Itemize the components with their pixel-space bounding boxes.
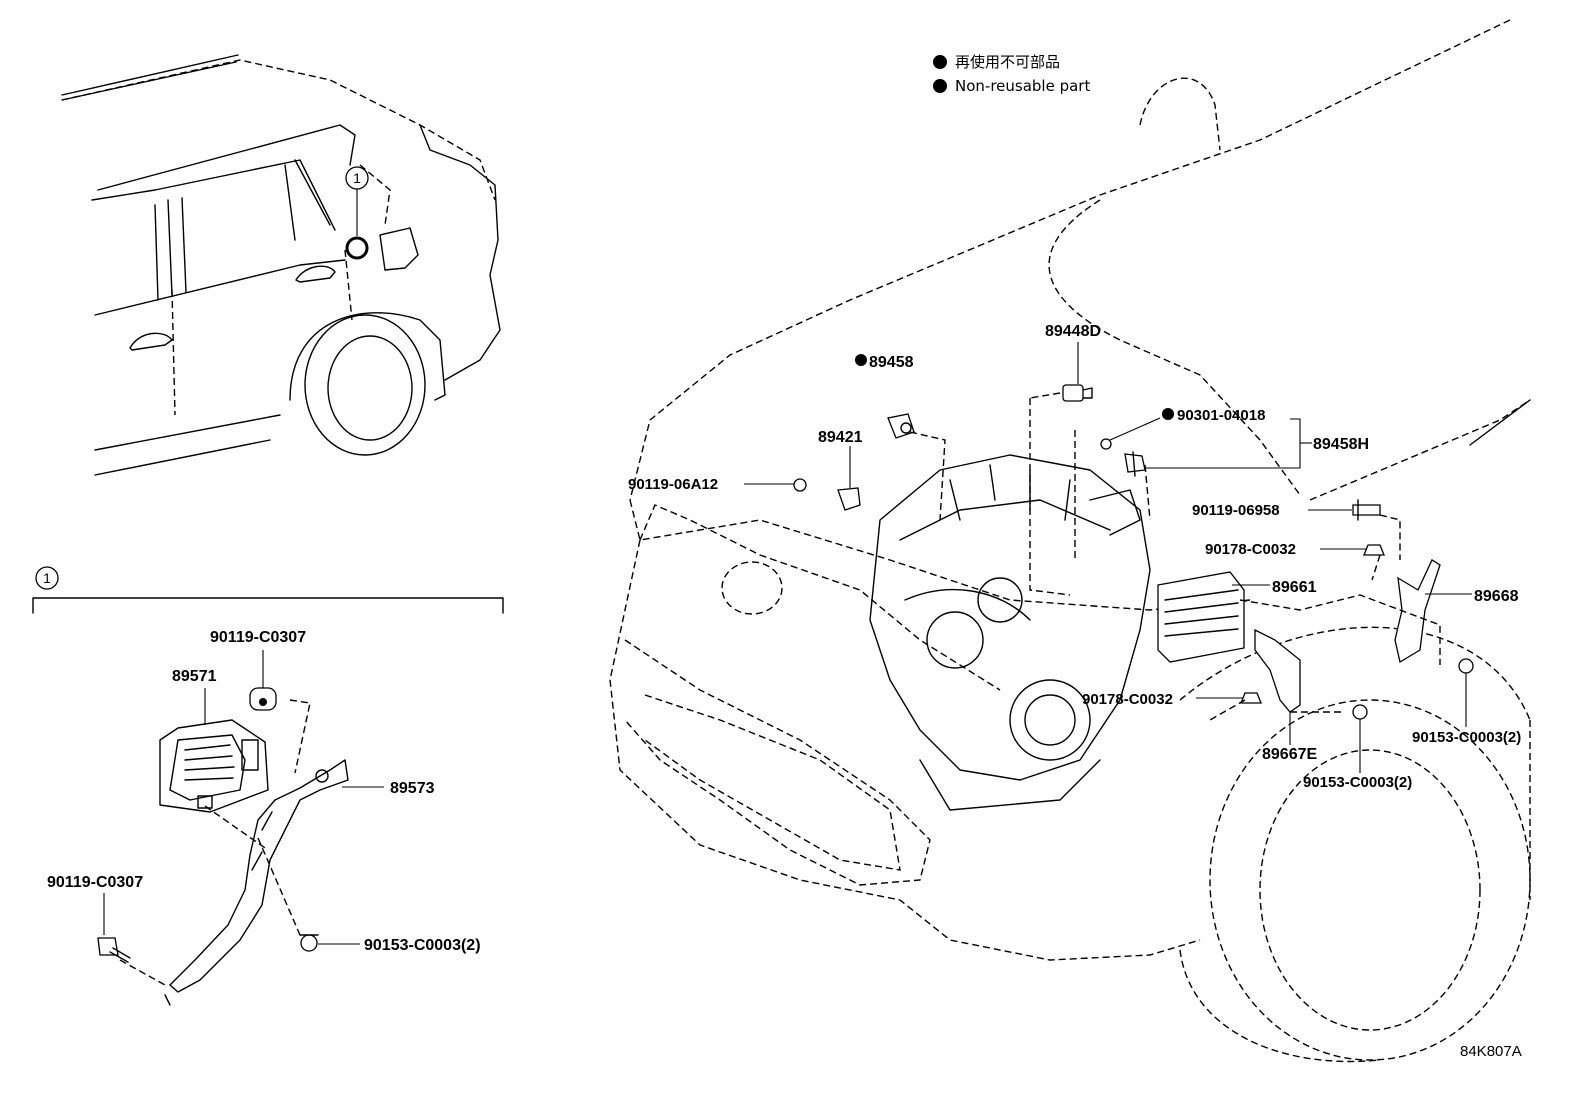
front-vehicle-illustration [609, 19, 1531, 1063]
label-90178-c0032-mid: 90178-C0032 [1082, 691, 1173, 708]
label-89421: 89421 [818, 429, 863, 446]
engine-illustration [869, 454, 1151, 811]
label-89668: 89668 [1474, 588, 1519, 605]
legend-line-1: 再使用不可部品 [955, 53, 1060, 71]
bolt-90119-06958 [1352, 499, 1381, 521]
rear-vehicle-illustration [61, 54, 501, 476]
non-reusable-dot-icon [933, 55, 947, 69]
nut-90178-c0032-top [1363, 544, 1385, 556]
nut-90153-c0003-right [1458, 658, 1474, 674]
front-guide-lines [909, 392, 1441, 721]
label-89458h: 89458H [1313, 436, 1369, 453]
label-90301-04018: 90301-04018 [1177, 407, 1265, 424]
detail-bracket-1: 1 [32, 566, 504, 614]
label-90178-c0032-top: 90178-C0032 [1205, 541, 1296, 558]
nut-90301-04018 [1100, 438, 1112, 450]
clip-90119-c0307-top [249, 687, 277, 711]
label-89458: 89458 [869, 354, 914, 371]
ecu-89661 [1157, 571, 1245, 663]
sensor-89448d [1062, 384, 1093, 402]
label-90153-c0003-center: 90153-C0003(2) [1303, 774, 1412, 791]
bracket-89573-illustration [164, 759, 349, 1006]
sensor-89458 [887, 413, 915, 439]
callout-number: 1 [353, 170, 361, 186]
nut-90153-c0003-center [1352, 704, 1368, 720]
bolt-90119-06a12 [793, 478, 807, 492]
label-90119-c0307-bottom: 90119-C0307 [47, 874, 143, 891]
detail-leaders [103, 650, 384, 945]
label-90153-c0003-right: 90153-C0003(2) [1412, 729, 1521, 746]
non-reusable-dot-icon [855, 354, 867, 366]
front-leaders [744, 342, 1472, 773]
label-90119-06958: 90119-06958 [1192, 502, 1280, 519]
legend: 再使用不可部品 Non-reusable part [933, 53, 1090, 95]
bolt-90119-c0307-bottom [97, 937, 131, 963]
label-89571: 89571 [172, 668, 217, 685]
detail-guide-lines [119, 699, 311, 986]
label-89661: 89661 [1272, 579, 1317, 596]
label-90119-c0307-top: 90119-C0307 [210, 629, 306, 646]
nut-90178-c0032-mid [1240, 692, 1262, 704]
callout-1-marker: 1 [345, 166, 369, 260]
legend-line-2: Non-reusable part [955, 77, 1090, 95]
bracket-89421 [837, 487, 861, 511]
label-90153-c0003-left: 90153-C0003(2) [364, 937, 481, 954]
non-reusable-dot-icon [933, 79, 947, 93]
sensor-89458h [1124, 451, 1146, 477]
nut-90153-left [299, 934, 319, 952]
non-reusable-dot-icon [1162, 408, 1174, 420]
label-89573: 89573 [390, 780, 435, 797]
label-90119-06a12: 90119-06A12 [628, 476, 718, 493]
module-89571-illustration [159, 719, 269, 813]
bracket-89667e [1254, 628, 1301, 713]
bracket-89668 [1394, 559, 1441, 664]
detail-number: 1 [43, 570, 51, 586]
label-89448d: 89448D [1045, 323, 1101, 340]
figure-code: 84K807A [1460, 1043, 1522, 1060]
label-89667e: 89667E [1262, 746, 1317, 763]
